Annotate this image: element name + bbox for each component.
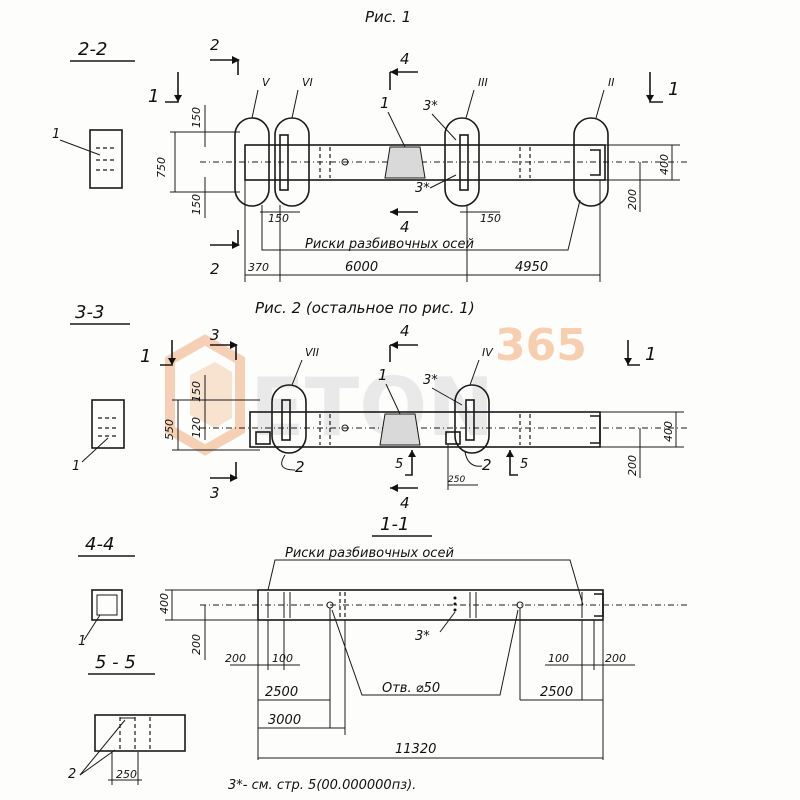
- watermark-number: 365: [495, 320, 587, 371]
- section-1-1-dim-2500-right: 2500: [540, 685, 573, 700]
- fig2-dim-250: 250: [448, 475, 465, 485]
- fig2-cut-4-top: 4: [400, 322, 410, 340]
- fig2-marker-IV: [454, 384, 490, 454]
- section-1-1-dim-100-left: 100: [272, 652, 293, 665]
- fig2-cut-1-left: 1: [140, 346, 151, 367]
- fig2-callout-3star: 3*: [423, 373, 438, 388]
- section-5-5-dim-250: 250: [116, 768, 137, 781]
- section-3-3-callout-1: 1: [72, 459, 80, 474]
- fig2-cut-3-top: 3: [210, 326, 220, 344]
- section-1-1-dim-200: 200: [190, 634, 203, 655]
- watermark: ETON 365: [165, 320, 587, 456]
- section-1-1-hole-note: Отв. ⌀50: [382, 681, 440, 696]
- fig2-caption: Рис. 2 (остальное по рис. 1): [255, 299, 475, 317]
- section-4-4-profile: [91, 589, 123, 621]
- fig2-marker-VII: [271, 384, 307, 454]
- section-1-1-dim-100-right: 100: [548, 652, 569, 665]
- footnote: 3*- см. стр. 5(00.000000пз).: [228, 778, 416, 793]
- fig1-cut-2-bottom: 2: [210, 260, 220, 278]
- fig1-dim-150-right: 150: [480, 212, 501, 225]
- fig1-dim-400: 400: [658, 154, 671, 175]
- fig2-cut-5-right: 5: [520, 457, 528, 472]
- fig2-callout-2-right: 2: [482, 456, 492, 474]
- section-1-1-dim-11320: 11320: [395, 742, 436, 757]
- fig2-cut-1-right: 1: [645, 344, 656, 365]
- fig1-caption: Рис. 1: [365, 8, 411, 26]
- section-2-2-callout-1: 1: [52, 127, 60, 142]
- fig2-cut-5-left: 5: [395, 457, 403, 472]
- fig1-dim-150-left: 150: [268, 212, 289, 225]
- section-1-1-dim-2500-left: 2500: [265, 685, 298, 700]
- fig1-dim-750: 750: [155, 157, 168, 178]
- section-1-1-title: 1-1: [380, 514, 409, 535]
- fig1-marker-II: [573, 117, 609, 207]
- fig1-dim-150-top: 150: [190, 107, 203, 128]
- fig1-marker-label-VI: VI: [302, 76, 313, 89]
- fig2-callout-1: 1: [378, 366, 388, 384]
- fig2-callout-2-left: 2: [295, 458, 305, 476]
- fig1-callout-3star-bottom: 3*: [415, 181, 430, 196]
- fig2-dim-550: 550: [163, 419, 176, 440]
- fig1-dim-4950: 4950: [515, 260, 548, 275]
- section-1-1-dim-200-right: 200: [605, 652, 626, 665]
- fig2-dim-400: 400: [662, 421, 675, 442]
- section-2-2-profile: [89, 129, 123, 189]
- fig2-dim-120: 120: [190, 417, 203, 438]
- section-4-4-title: 4-4: [85, 534, 114, 555]
- fig2-cut-3-bottom: 3: [210, 484, 220, 502]
- fig2-dim-200: 200: [626, 455, 639, 476]
- fig1-cut-1-right: 1: [668, 79, 679, 100]
- section-5-5-title: 5 - 5: [95, 652, 136, 673]
- fig1-callout-1: 1: [380, 94, 390, 112]
- section-4-4-callout-1: 1: [78, 634, 86, 649]
- fig1-marker-label-III: III: [478, 76, 488, 89]
- fig1-callout-3star-top: 3*: [423, 99, 438, 114]
- fig2-dim-150: 150: [190, 381, 203, 402]
- fig1-marker-III: [444, 117, 480, 207]
- fig1-dim-370: 370: [248, 261, 269, 274]
- fig1-cut-4-top: 4: [400, 50, 410, 68]
- fig1-dim-150-bottom: 150: [190, 194, 203, 215]
- section-3-3-profile: [91, 399, 125, 449]
- watermark-hexagon-logo: [165, 334, 245, 456]
- section-1-1-callout-3star: 3*: [415, 629, 430, 644]
- fig1-dim-200: 200: [626, 189, 639, 210]
- fig1-cut-1-left: 1: [148, 86, 159, 107]
- section-1-1-dim-400: 400: [158, 593, 171, 614]
- section-1-1-dim-200-left: 200: [225, 652, 246, 665]
- fig1-cut-2-top: 2: [210, 36, 220, 54]
- fig1-marker-label-V: V: [262, 76, 271, 89]
- fig2-marker-label-IV: IV: [482, 346, 494, 359]
- fig2-cut-4-bottom: 4: [400, 494, 410, 512]
- fig1-marker-label-II: II: [608, 76, 615, 89]
- section-2-2-title: 2-2: [78, 39, 107, 60]
- section-3-3-title: 3-3: [75, 302, 104, 323]
- section-5-5-callout-2: 2: [68, 767, 76, 782]
- section-1-1-axes-note: Риски разбивочных осей: [285, 546, 454, 561]
- section-5-5-profile: [94, 714, 186, 752]
- fig1-dim-6000: 6000: [345, 260, 378, 275]
- fig1-cut-4-bottom: 4: [400, 218, 410, 236]
- fig1-axes-note: Риски разбивочных осей: [305, 237, 474, 252]
- fig2-marker-label-VII: VII: [305, 346, 319, 359]
- section-1-1-dim-3000: 3000: [268, 713, 301, 728]
